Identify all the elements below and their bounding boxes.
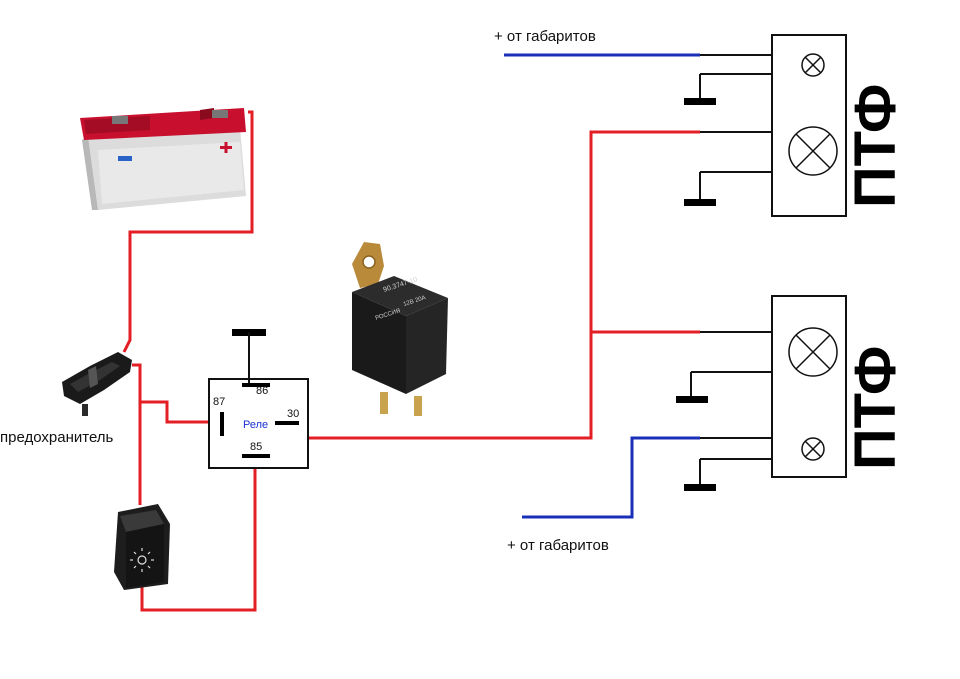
ground-icon <box>684 199 716 206</box>
relay-name: Реле <box>243 419 268 431</box>
ground-symbols <box>676 98 716 491</box>
relay-pin-87: 87 <box>213 396 225 408</box>
relay-pin-85: 85 <box>250 441 262 453</box>
ground-icon <box>676 396 708 403</box>
relay-schematic: 86 87 30 85 Реле <box>208 329 309 469</box>
ground-icon <box>684 98 716 105</box>
blue-wires <box>504 53 700 519</box>
fuse-label: предохранитель <box>0 429 114 446</box>
lamp-icon <box>130 548 154 572</box>
marker-lamp-icon <box>801 53 825 77</box>
fog-lamp-label-bottom: ПТФ <box>843 346 908 470</box>
marker-bottom-wire <box>522 436 700 519</box>
light-switch <box>114 504 170 590</box>
switch-to-relay-85-wire <box>140 456 257 612</box>
marker-label-top: + от габаритов <box>494 28 596 45</box>
battery-to-fuse-wire <box>122 110 254 353</box>
marker-label-bottom: + от габаритов <box>507 537 609 554</box>
relay-photo: 90.3747-10 12В 20А РОССИЯ <box>352 242 448 416</box>
fog-lamp-bottom: ПТФ <box>771 295 908 478</box>
fuse-to-relay-87-wire <box>132 363 222 424</box>
fog-lamp-top: ПТФ <box>771 34 908 217</box>
fog-lamp-icon <box>788 126 838 176</box>
relay-pin-30: 30 <box>287 408 299 420</box>
fog-lamp-label-top: ПТФ <box>843 84 908 208</box>
battery-icon <box>80 108 246 210</box>
fog-lamp-icon <box>788 327 838 377</box>
fuse-holder <box>62 352 132 416</box>
relay-30-to-fog-wire <box>288 130 700 440</box>
ground-icon <box>684 484 716 491</box>
relay-pin-86: 86 <box>256 385 268 397</box>
marker-lamp-icon <box>801 437 825 461</box>
